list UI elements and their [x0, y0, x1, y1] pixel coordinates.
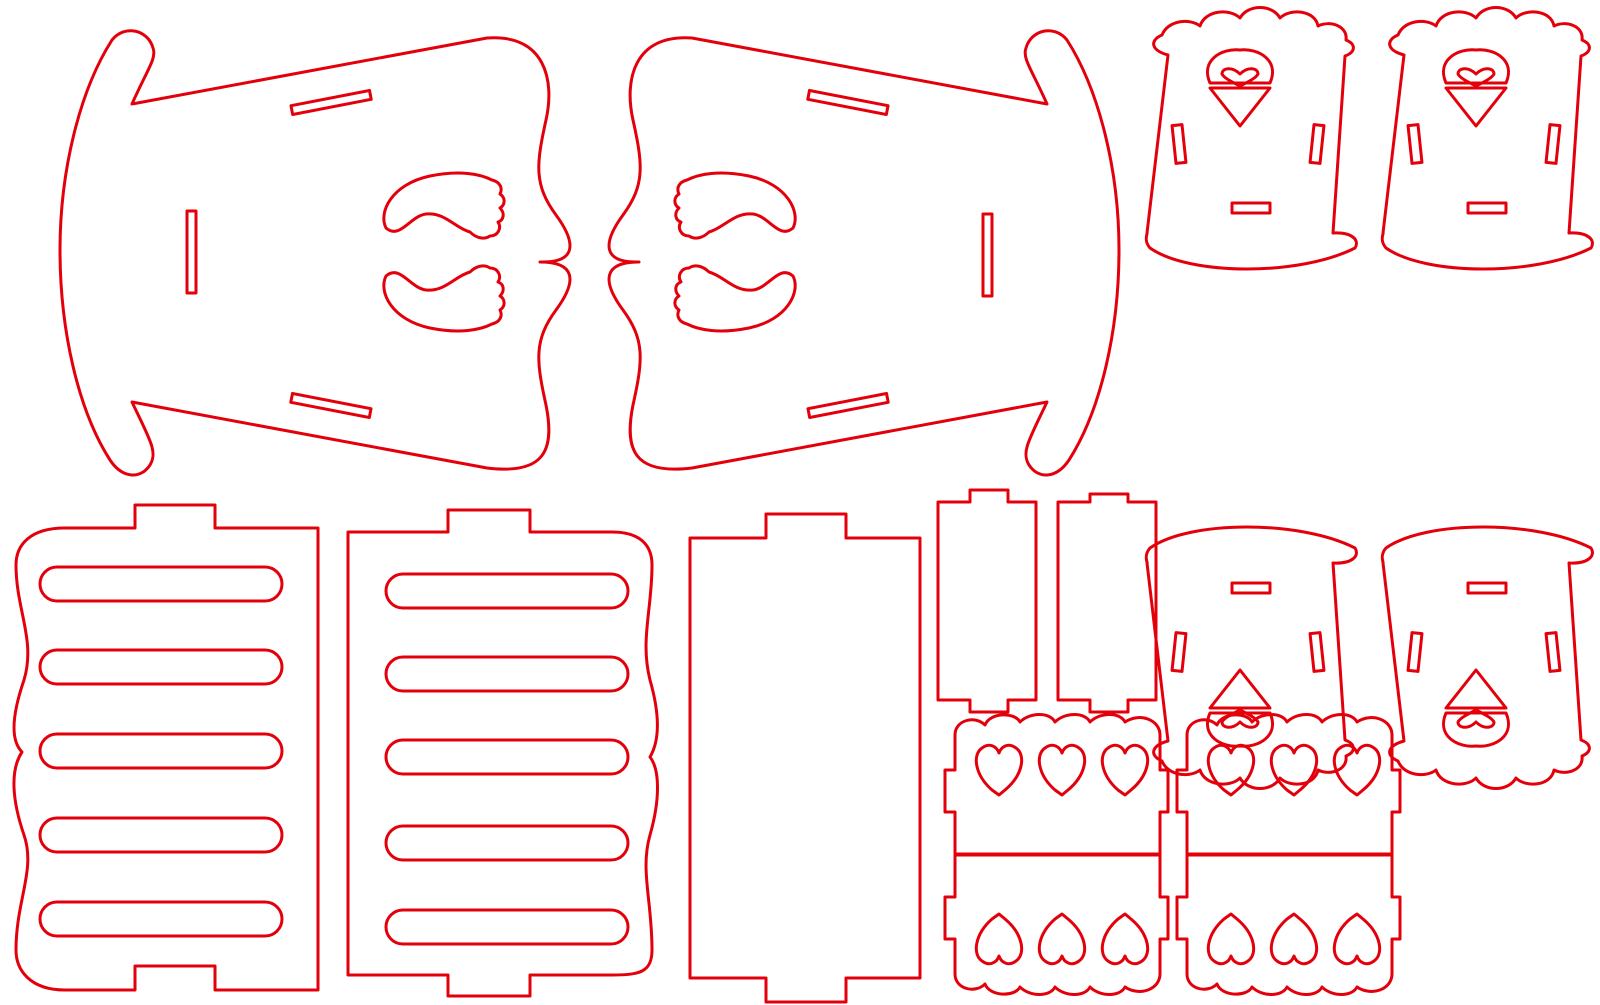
heart-cutout	[1037, 912, 1087, 966]
slot	[981, 212, 994, 298]
slot	[1466, 581, 1508, 595]
base-panel-outline	[688, 512, 922, 1004]
slot	[1170, 123, 1188, 165]
heart-arch-cutout	[1206, 48, 1274, 88]
seat-panel-outline	[12, 503, 320, 992]
slot	[1544, 123, 1562, 165]
crossbar-panel	[936, 488, 1038, 714]
slot-bar	[38, 565, 284, 603]
slot	[1308, 631, 1326, 673]
heart-chevron-cutout	[1444, 668, 1508, 710]
heart-rail-top	[943, 713, 1170, 857]
heart-rail-outline	[943, 852, 1170, 996]
slot-bar	[384, 908, 630, 946]
heart-cutout	[1269, 912, 1319, 966]
slot	[1170, 631, 1188, 673]
heart-cutout	[1332, 743, 1382, 797]
heart-rail-bottom	[1175, 852, 1402, 996]
heart-cutout	[1100, 912, 1150, 966]
slot	[806, 88, 890, 117]
heart-rail-outline	[943, 713, 1170, 857]
slot	[1406, 123, 1424, 165]
heart-chevron-cutout	[1208, 86, 1272, 128]
heart-rail-bottom	[943, 852, 1170, 996]
slotted-seat-panel-left	[12, 503, 320, 992]
small-side-outline	[1144, 6, 1358, 271]
plain-base-panel	[688, 512, 922, 1004]
slotted-seat-panel-right	[346, 508, 659, 998]
heart-cutout	[1332, 912, 1382, 966]
slot	[806, 391, 890, 420]
slot	[289, 391, 373, 420]
rocker-side-outline	[607, 29, 1121, 477]
footprint-cutout	[673, 171, 797, 333]
heart-arch-cutout	[1442, 708, 1510, 748]
small-side-outline	[1380, 6, 1594, 271]
rocker-side-panel-left	[58, 29, 572, 477]
slot	[1466, 201, 1508, 215]
slot	[185, 209, 198, 295]
rocker-side-panel-right	[607, 29, 1121, 477]
slot-bar	[38, 900, 284, 938]
slot	[1544, 631, 1562, 673]
heart-cutout	[1269, 743, 1319, 797]
small-chair-side-bottom-left	[1144, 525, 1358, 790]
small-chair-side-bottom-right	[1380, 525, 1594, 790]
slot	[289, 88, 373, 117]
slot-bar	[38, 816, 284, 854]
heart-arch-cutout	[1442, 48, 1510, 88]
small-chair-side-top-left	[1144, 6, 1358, 271]
heart-rail-outline	[1175, 713, 1402, 857]
slot-bar	[38, 732, 284, 770]
slot-bar	[384, 824, 630, 862]
heart-cutout	[1037, 743, 1087, 797]
slot-bar	[38, 648, 284, 686]
heart-cutout	[1206, 743, 1256, 797]
slot	[1230, 581, 1272, 595]
seat-panel-outline	[346, 508, 659, 998]
slot	[1308, 123, 1326, 165]
crossbar-panel	[1056, 492, 1158, 714]
heart-chevron-cutout	[1444, 86, 1508, 128]
small-side-outline	[1144, 525, 1358, 790]
slot-bar	[384, 655, 630, 693]
slot-bar	[384, 572, 630, 610]
small-side-outline	[1380, 525, 1594, 790]
heart-chevron-cutout	[1208, 668, 1272, 710]
footprint-cutout	[382, 171, 506, 333]
heart-cutout	[1206, 912, 1256, 966]
rocker-side-outline	[58, 29, 572, 477]
small-chair-side-top-right	[1380, 6, 1594, 271]
heart-cutout	[1100, 743, 1150, 797]
heart-rail-outline	[1175, 852, 1402, 996]
slot	[1230, 201, 1272, 215]
slot	[1406, 631, 1424, 673]
heart-cutout	[974, 743, 1024, 797]
small-crossbar-panels	[936, 488, 1158, 714]
slot-bar	[384, 738, 630, 776]
heart-rail-panels	[943, 713, 1402, 996]
heart-cutout	[974, 912, 1024, 966]
heart-rail-top	[1175, 713, 1402, 857]
